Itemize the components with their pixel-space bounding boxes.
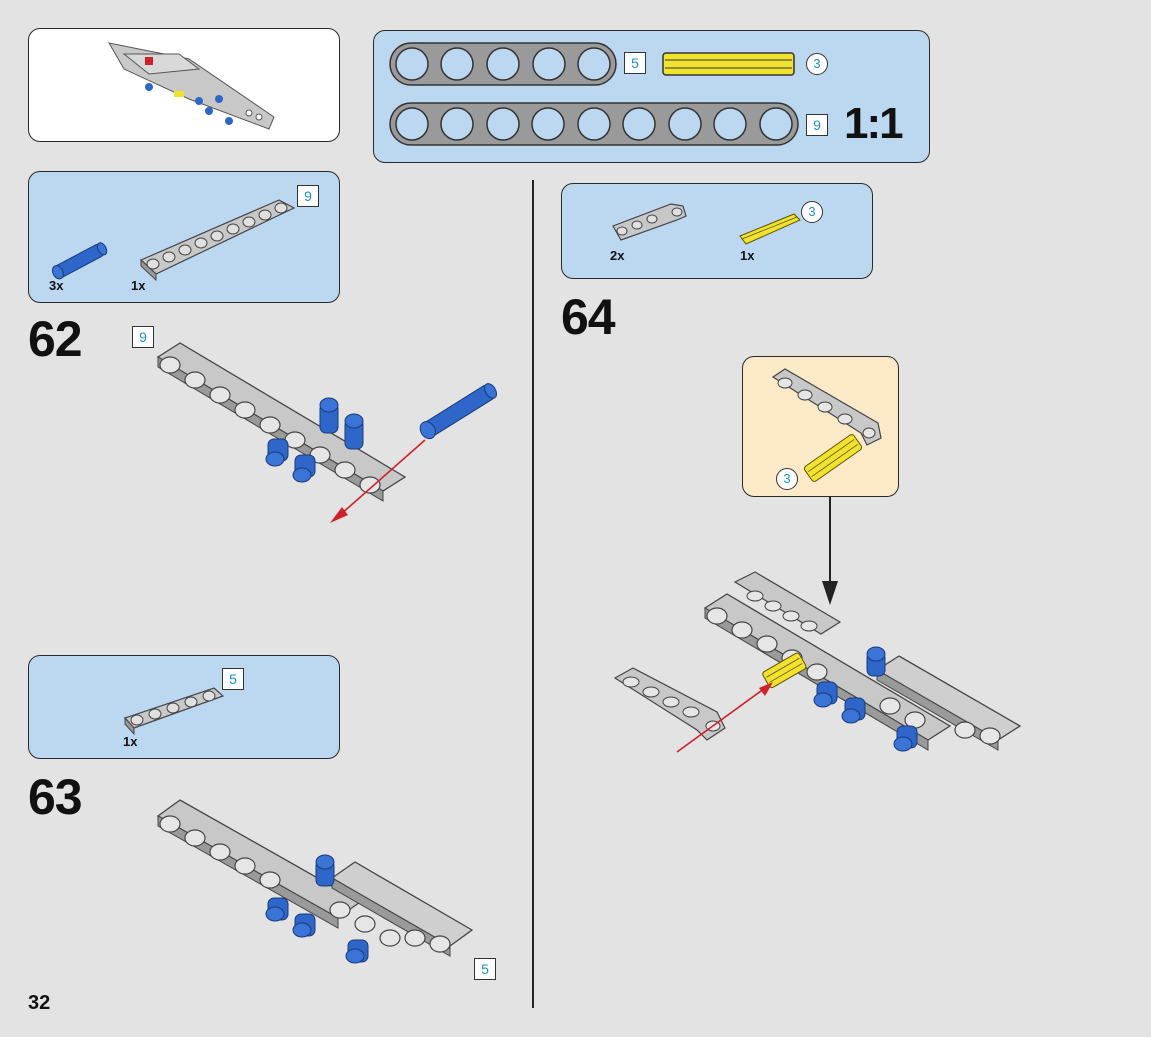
model-overview-icon — [108, 42, 275, 130]
beam-5-icon — [123, 687, 225, 736]
step-62-parts-panel: 3x 9 1x — [28, 171, 340, 303]
scale-label: 1:1 — [844, 99, 904, 148]
step-64-axle-length-label: 3 — [801, 201, 823, 223]
step-64-assembly-illustration — [613, 571, 1022, 753]
overview-panel — [28, 28, 340, 142]
step-64-parts-panel: 2x 3 1x — [561, 183, 873, 279]
page-number: 32 — [28, 992, 51, 1014]
step-64-callout: 3 — [742, 356, 899, 497]
step-64-number: 64 — [561, 289, 616, 345]
yellow-axle-icon — [739, 213, 801, 245]
callout-down-arrow — [822, 497, 838, 605]
blue-axle-pin-icon — [51, 242, 108, 280]
step-63-beam-qty: 1x — [123, 734, 138, 749]
beam-9-scale-icon — [389, 102, 799, 146]
step-63-assembly-illustration — [156, 799, 474, 964]
step-62-beam-qty: 1x — [131, 278, 146, 293]
step-63-number: 63 — [28, 769, 83, 825]
step-62-number: 62 — [28, 311, 83, 367]
step-63-beam-length-label: 5 — [222, 668, 244, 690]
scale-panel: 5 3 9 1:1 — [373, 30, 930, 163]
beam-9-icon — [139, 199, 296, 282]
step-63-beam-length-tag: 5 — [474, 958, 496, 980]
callout-axle-length-label: 3 — [776, 468, 798, 490]
step-63-parts-panel: 5 1x — [28, 655, 340, 759]
beam-9-length-label: 9 — [806, 114, 828, 136]
step-64-beam-qty: 2x — [610, 248, 625, 263]
beam-5-length-label: 5 — [624, 52, 646, 74]
step-64-axle-qty: 1x — [740, 248, 755, 263]
step-62-pin-qty: 3x — [49, 278, 64, 293]
callout-subassembly-illustration — [771, 368, 882, 482]
yellow-axle-scale-icon — [662, 52, 795, 76]
axle-3-length-label: 3 — [806, 53, 828, 75]
step-62-assembly-illustration — [156, 342, 498, 523]
step-62-beam-length-label: 9 — [297, 185, 319, 207]
angled-beam-icon — [612, 203, 687, 241]
step-62-beam-length-tag: 9 — [132, 326, 154, 348]
beam-5-scale-icon — [389, 42, 617, 86]
column-divider — [532, 180, 534, 1008]
